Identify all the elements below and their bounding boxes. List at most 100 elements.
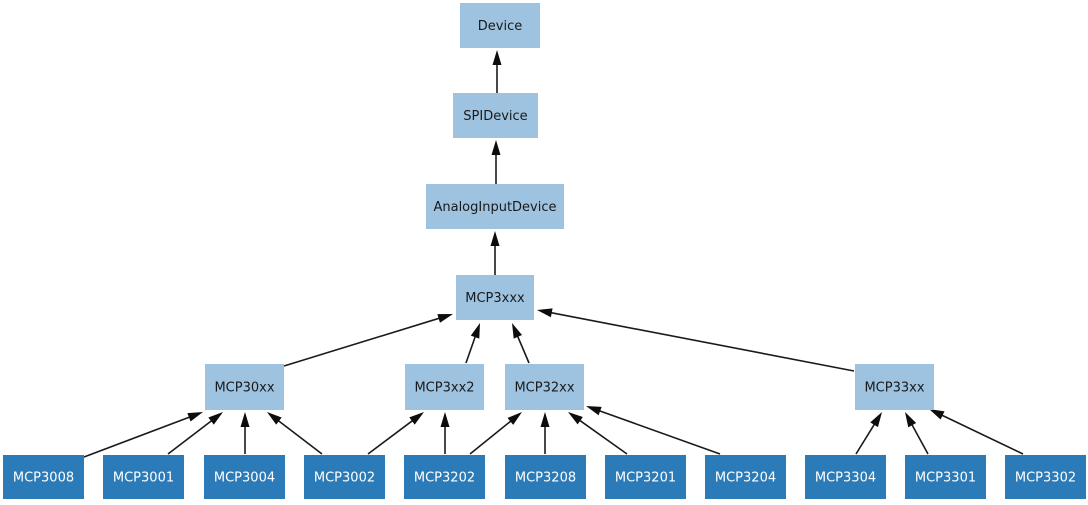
class-node-mcp3201[interactable]: MCP3201 <box>605 455 686 499</box>
class-node-label: MCP3304 <box>815 471 876 486</box>
inheritance-edge-line <box>465 335 477 364</box>
class-node-box[interactable] <box>805 455 886 499</box>
inheritance-arrowhead <box>870 412 882 428</box>
inheritance-arrow <box>283 314 453 367</box>
class-node-mcp3002[interactable]: MCP3002 <box>304 455 385 499</box>
class-node-spidevice[interactable]: SPIDevice <box>453 93 538 138</box>
class-node-mcp3202[interactable]: MCP3202 <box>404 455 485 499</box>
class-node-label: Device <box>478 19 522 34</box>
inheritance-edge-line <box>469 419 513 455</box>
class-node-box[interactable] <box>505 455 586 499</box>
class-nodes-layer: DeviceSPIDeviceAnalogInputDeviceMCP3xxxM… <box>3 3 1086 499</box>
inheritance-edge-line <box>83 415 192 458</box>
class-node-label: MCP30xx <box>214 381 274 396</box>
class-node-label: MCP3008 <box>13 471 74 486</box>
class-node-label: AnalogInputDevice <box>433 200 556 215</box>
class-node-label: MCP3xx2 <box>414 381 474 396</box>
class-node-mcp3302[interactable]: MCP3302 <box>1005 455 1086 499</box>
inheritance-edge-line <box>167 419 214 455</box>
inheritance-arrow <box>367 412 424 455</box>
class-node-mcp3001[interactable]: MCP3001 <box>103 455 184 499</box>
class-node-mcp3xx2[interactable]: MCP3xx2 <box>405 364 484 410</box>
inheritance-arrow <box>855 412 882 455</box>
class-node-box[interactable] <box>404 455 485 499</box>
inheritance-edge-line <box>283 317 441 367</box>
inheritance-arrowhead <box>187 412 203 422</box>
inheritance-arrowhead <box>490 231 500 246</box>
class-node-box[interactable] <box>460 3 540 48</box>
class-node-box[interactable] <box>1005 455 1086 499</box>
class-node-mcp3204[interactable]: MCP3204 <box>705 455 786 499</box>
class-node-box[interactable] <box>855 364 934 410</box>
class-node-box[interactable] <box>205 364 284 410</box>
class-node-mcp3xxx[interactable]: MCP3xxx <box>456 275 534 320</box>
inheritance-arrow <box>240 412 250 454</box>
inheritance-edge-line <box>549 311 855 372</box>
inheritance-arrow <box>586 406 721 455</box>
class-node-analoginputdevice[interactable]: AnalogInputDevice <box>426 184 564 229</box>
class-node-mcp3304[interactable]: MCP3304 <box>805 455 886 499</box>
class-node-label: MCP3208 <box>515 471 576 486</box>
inheritance-arrowhead <box>491 140 501 155</box>
inheritance-arrow <box>492 50 502 93</box>
class-node-label: SPIDevice <box>463 109 527 124</box>
class-node-label: MCP3201 <box>615 471 676 486</box>
inheritance-arrow <box>929 409 1024 455</box>
class-node-box[interactable] <box>456 275 534 320</box>
inheritance-edge-line <box>855 422 876 455</box>
inheritance-arrow <box>440 412 450 454</box>
inheritance-arrow <box>490 231 500 275</box>
inheritance-edge-line <box>940 413 1024 455</box>
class-node-label: MCP3204 <box>715 471 776 486</box>
inheritance-arrowhead <box>208 412 223 425</box>
inheritance-arrowhead <box>507 412 522 425</box>
inheritance-arrow <box>469 412 522 455</box>
class-node-box[interactable] <box>705 455 786 499</box>
inheritance-arrow <box>568 412 628 455</box>
class-node-box[interactable] <box>103 455 184 499</box>
inheritance-arrow <box>540 412 550 454</box>
class-node-box[interactable] <box>426 184 564 229</box>
inheritance-edges-layer <box>83 50 1024 458</box>
inheritance-edge-line <box>367 419 415 455</box>
inheritance-arrowhead <box>437 314 453 323</box>
inheritance-arrow <box>537 308 855 372</box>
class-node-label: MCP3004 <box>214 471 275 486</box>
inheritance-arrowhead <box>537 308 553 318</box>
inheritance-arrow <box>905 412 929 455</box>
inheritance-edge-line <box>597 409 721 455</box>
inheritance-edge-line <box>910 423 929 455</box>
inheritance-arrowhead <box>470 323 480 339</box>
class-node-mcp30xx[interactable]: MCP30xx <box>205 364 284 410</box>
class-node-box[interactable] <box>405 364 484 410</box>
inheritance-arrowhead <box>586 406 602 416</box>
class-node-box[interactable] <box>505 364 584 410</box>
inheritance-edge-line <box>276 419 323 455</box>
class-node-box[interactable] <box>204 455 285 499</box>
class-node-mcp3208[interactable]: MCP3208 <box>505 455 586 499</box>
class-node-box[interactable] <box>905 455 986 499</box>
class-node-label: MCP32xx <box>514 381 574 396</box>
inheritance-arrow <box>491 140 501 184</box>
class-node-mcp3301[interactable]: MCP3301 <box>905 455 986 499</box>
inheritance-arrow <box>83 412 203 458</box>
class-node-device[interactable]: Device <box>460 3 540 48</box>
class-node-box[interactable] <box>453 93 538 138</box>
class-node-box[interactable] <box>304 455 385 499</box>
class-node-box[interactable] <box>3 455 84 499</box>
class-node-mcp33xx[interactable]: MCP33xx <box>855 364 934 410</box>
class-node-label: MCP3002 <box>314 471 375 486</box>
class-node-mcp32xx[interactable]: MCP32xx <box>505 364 584 410</box>
inheritance-arrowhead <box>512 323 523 339</box>
class-node-mcp3008[interactable]: MCP3008 <box>3 455 84 499</box>
inheritance-arrowhead <box>568 412 583 425</box>
class-node-box[interactable] <box>605 455 686 499</box>
class-node-mcp3004[interactable]: MCP3004 <box>204 455 285 499</box>
inheritance-arrow <box>267 412 323 455</box>
class-node-label: MCP3202 <box>414 471 475 486</box>
inheritance-arrow <box>512 323 530 364</box>
class-node-label: MCP3301 <box>915 471 976 486</box>
class-node-label: MCP3001 <box>113 471 174 486</box>
class-node-label: MCP3xxx <box>465 291 525 306</box>
